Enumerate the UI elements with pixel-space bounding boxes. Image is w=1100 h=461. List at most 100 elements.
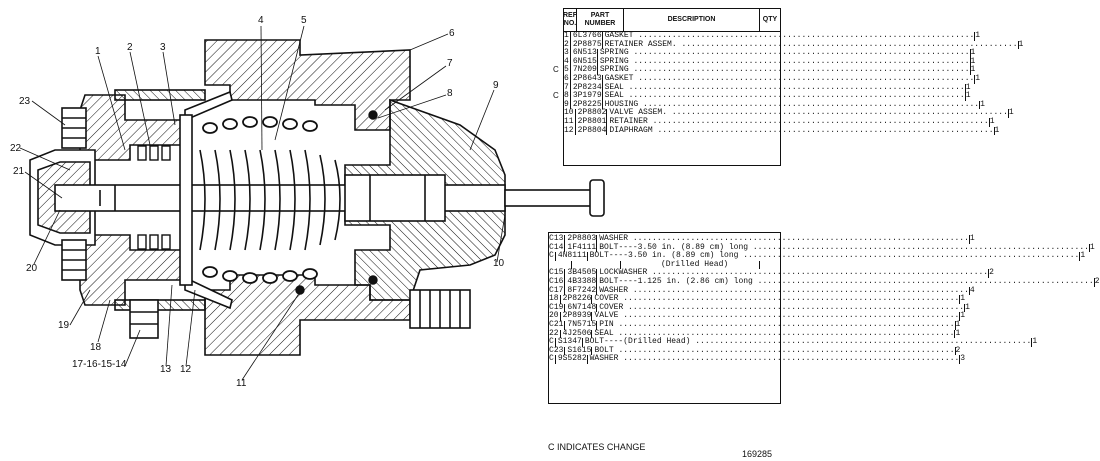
ref-number: 4 bbox=[564, 56, 569, 66]
ref-number: 18 bbox=[549, 294, 559, 304]
description-text: VALVE bbox=[594, 311, 959, 320]
callout-10: 10 bbox=[493, 258, 505, 269]
change-flag: C bbox=[549, 234, 554, 243]
quantity: 1 bbox=[974, 31, 981, 41]
quantity: 1 bbox=[954, 319, 961, 330]
quantity: 4 bbox=[968, 285, 975, 296]
quantity: 1 bbox=[1079, 251, 1086, 261]
change-flag: C bbox=[553, 65, 559, 75]
description-text: BOLT bbox=[594, 346, 954, 355]
description-text: SPRING bbox=[600, 65, 970, 74]
description: WASHER bbox=[596, 286, 969, 296]
quantity: 1 bbox=[1088, 242, 1095, 253]
description: SPRING bbox=[596, 57, 970, 67]
quantity: 2 bbox=[988, 268, 994, 278]
description: COVER bbox=[591, 294, 959, 304]
table-row: 202P8939VALVE1 bbox=[549, 311, 965, 321]
quantity bbox=[759, 260, 780, 270]
callout-9: 9 bbox=[493, 80, 499, 91]
part-number: 2P8802 bbox=[574, 109, 606, 118]
table-row: 62P8643GASKET1 bbox=[564, 73, 980, 84]
callout-21: 21 bbox=[13, 166, 25, 177]
table-row: C178F7242WASHER4 bbox=[549, 285, 975, 296]
description-text: BOLT----1.125 in. (2.86 cm) long bbox=[599, 277, 1093, 286]
ref-number: 14 bbox=[553, 242, 564, 252]
description: GASKET bbox=[601, 31, 975, 41]
quantity: 1 bbox=[969, 56, 976, 67]
header-part: PART NUMBER bbox=[576, 9, 623, 31]
callout-4: 4 bbox=[258, 15, 264, 26]
description: SPRING bbox=[596, 48, 970, 58]
description-text: HOUSING bbox=[605, 100, 979, 109]
ref-number: 1 bbox=[564, 31, 569, 40]
description: PIN bbox=[596, 320, 955, 330]
description-text: GASKET bbox=[605, 31, 975, 40]
part-number: 2P8225 bbox=[569, 100, 602, 110]
table-row: 83P1979SEAL1 bbox=[564, 91, 971, 101]
description-text: DIAPHRAGM bbox=[609, 126, 993, 135]
ref-number: 20 bbox=[549, 311, 559, 321]
description-text: WASHER bbox=[590, 354, 960, 363]
change-flag: C bbox=[549, 242, 554, 252]
description: COVER bbox=[596, 303, 964, 313]
part-number: 3B4505 bbox=[564, 269, 596, 278]
quantity: 1 bbox=[974, 73, 981, 84]
change-flag: C bbox=[549, 337, 554, 347]
part-number: 3P1979 bbox=[569, 92, 602, 101]
quantity: 1 bbox=[964, 302, 970, 313]
change-flag: C bbox=[549, 285, 554, 295]
description-text: SPRING bbox=[600, 48, 970, 57]
table-row: 36N513SPRING1 bbox=[564, 48, 975, 58]
description: SEAL bbox=[601, 83, 965, 93]
description-text: GASKET bbox=[605, 74, 975, 83]
change-flag: C bbox=[549, 276, 554, 286]
part-number: 6N515 bbox=[569, 57, 597, 67]
change-note: C INDICATES CHANGE bbox=[548, 442, 646, 452]
description: GASKET bbox=[601, 74, 975, 84]
table-row: C153B4505LOCKWASHER2 bbox=[549, 268, 994, 278]
description: BOLT----(Drilled Head) bbox=[581, 337, 1031, 347]
part-number: 2P8803 bbox=[564, 234, 596, 244]
part-number: 2P8801 bbox=[574, 117, 606, 127]
part-number: 1F4111 bbox=[564, 243, 596, 253]
callout-3: 3 bbox=[160, 42, 166, 53]
part-number: 8F7242 bbox=[564, 286, 596, 296]
callout-2: 2 bbox=[127, 42, 133, 53]
ref-number: 12 bbox=[564, 125, 574, 135]
ref-number: 23 bbox=[553, 345, 564, 355]
table-row: C132P8803WASHER1 bbox=[549, 234, 975, 244]
table-row: C196N7148COVER1 bbox=[549, 303, 970, 313]
quantity: 1 bbox=[969, 48, 976, 58]
quantity: 3 bbox=[959, 354, 966, 364]
ref-number: 10 bbox=[564, 108, 574, 118]
callout-7: 7 bbox=[447, 58, 453, 69]
ref-number: 9 bbox=[564, 99, 569, 109]
description-text: BOLT----3.50 in. (8.89 cm) long bbox=[599, 243, 1089, 252]
quantity: 1 bbox=[1007, 108, 1014, 118]
callout-17-16-15-14: 17-16-15-14 bbox=[72, 359, 127, 370]
callout-18: 18 bbox=[90, 342, 102, 353]
quantity: 1 bbox=[993, 125, 1000, 136]
callout-13: 13 bbox=[160, 364, 172, 375]
description-text: LOCKWASHER bbox=[599, 268, 988, 277]
description: HOUSING bbox=[601, 100, 979, 110]
callout-8: 8 bbox=[447, 88, 453, 99]
ref-number: 2 bbox=[564, 39, 569, 49]
callout-12: 12 bbox=[180, 364, 192, 375]
description: SEAL bbox=[591, 329, 954, 339]
table-row: 122P8804DIAPHRAGM1 bbox=[564, 125, 999, 136]
description-text: PIN bbox=[599, 320, 954, 329]
table-row: 92P8225HOUSING1 bbox=[564, 99, 985, 110]
part-number: 2P8234 bbox=[569, 83, 602, 93]
change-flag: C bbox=[549, 251, 554, 261]
part-number: 9S5282 bbox=[554, 355, 587, 364]
quantity: 1 bbox=[979, 99, 985, 110]
header-desc: DESCRIPTION bbox=[623, 9, 759, 31]
part-number: 2P8939 bbox=[559, 312, 591, 321]
description-text: RETAINER ASSEM. bbox=[605, 40, 1018, 49]
description: SEAL bbox=[601, 91, 965, 101]
description-text: SPRING bbox=[600, 57, 970, 66]
ref-number: 6 bbox=[564, 73, 569, 83]
